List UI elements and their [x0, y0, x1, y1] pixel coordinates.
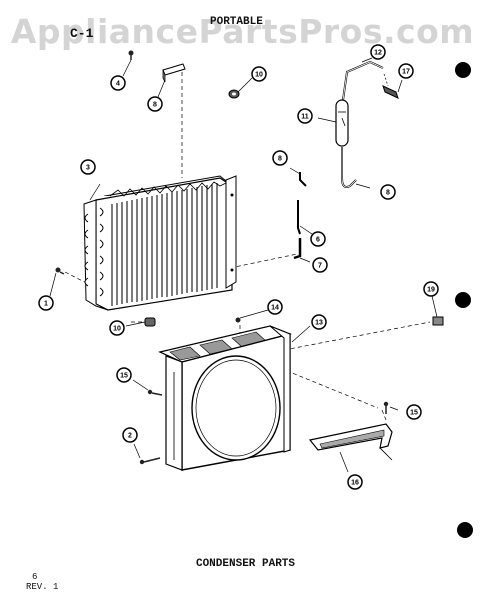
callout-13: 13	[311, 314, 327, 330]
callout-15-left: 15	[116, 367, 132, 383]
screw-part-15-left	[132, 379, 163, 396]
callout-1: 1	[38, 295, 54, 311]
svg-text:12: 12	[374, 50, 382, 57]
header-code: C-1	[70, 26, 94, 41]
tubing-assembly	[289, 167, 313, 263]
svg-text:13: 13	[315, 320, 323, 327]
screw-part-14	[235, 309, 269, 323]
shroud-part-13	[158, 325, 311, 471]
header-label: PORTABLE	[210, 16, 263, 28]
callout-3: 3	[80, 159, 96, 175]
filter-drier-assembly	[317, 57, 403, 189]
svg-text:15: 15	[410, 410, 418, 417]
svg-text:15: 15	[120, 373, 128, 380]
screw-part-1	[49, 267, 65, 297]
revision-label: REV. 1	[26, 582, 59, 592]
condenser-coil-part-3	[83, 175, 237, 311]
callout-8-capillary: 8	[380, 184, 396, 200]
svg-text:8: 8	[278, 156, 282, 163]
callout-15-right: 15	[406, 404, 422, 420]
bracket-part-8-top	[157, 63, 186, 98]
screw-part-2	[133, 443, 161, 465]
svg-text:3: 3	[86, 165, 90, 172]
callout-16: 16	[347, 474, 363, 490]
callout-2: 2	[122, 427, 138, 443]
binder-hole-middle	[455, 292, 471, 308]
svg-text:8: 8	[153, 102, 157, 109]
callout-6: 6	[310, 231, 326, 247]
callout-10-top: 10	[251, 66, 267, 82]
svg-text:19: 19	[427, 287, 435, 294]
binder-hole-bottom	[457, 522, 473, 538]
svg-text:10: 10	[255, 72, 263, 79]
svg-text:6: 6	[316, 237, 320, 244]
callout-10-lower: 10	[109, 320, 125, 336]
svg-text:16: 16	[351, 480, 359, 487]
svg-text:14: 14	[271, 305, 279, 312]
callout-8-bracket: 8	[147, 96, 163, 112]
screw-part-4	[122, 50, 134, 77]
svg-text:2: 2	[128, 433, 132, 440]
callout-8-tube: 8	[272, 150, 288, 166]
svg-text:11: 11	[301, 114, 309, 121]
watermark: AppliancePartsPros.com	[10, 12, 475, 51]
svg-text:7: 7	[318, 263, 322, 270]
page-number: 6	[32, 572, 38, 582]
callout-19: 19	[423, 281, 439, 297]
svg-text:10: 10	[113, 326, 121, 333]
svg-text:4: 4	[116, 81, 120, 88]
diagram-title: CONDENSER PARTS	[195, 558, 296, 570]
bracket-part-16	[308, 423, 393, 473]
callout-7: 7	[312, 257, 328, 273]
callout-12: 12	[370, 44, 386, 60]
callout-11: 11	[297, 108, 313, 124]
callout-4: 4	[110, 75, 126, 91]
grommet-part-10-lower	[125, 317, 156, 327]
svg-text:8: 8	[386, 190, 390, 197]
block-part-19	[431, 295, 444, 326]
svg-text:17: 17	[402, 69, 410, 76]
screw-part-15-right	[383, 401, 399, 414]
svg-text:1: 1	[44, 301, 48, 308]
callout-14: 14	[267, 299, 283, 315]
binder-hole-top	[455, 62, 471, 78]
callout-17: 17	[398, 63, 414, 79]
grommet-part-10-top	[228, 77, 253, 99]
